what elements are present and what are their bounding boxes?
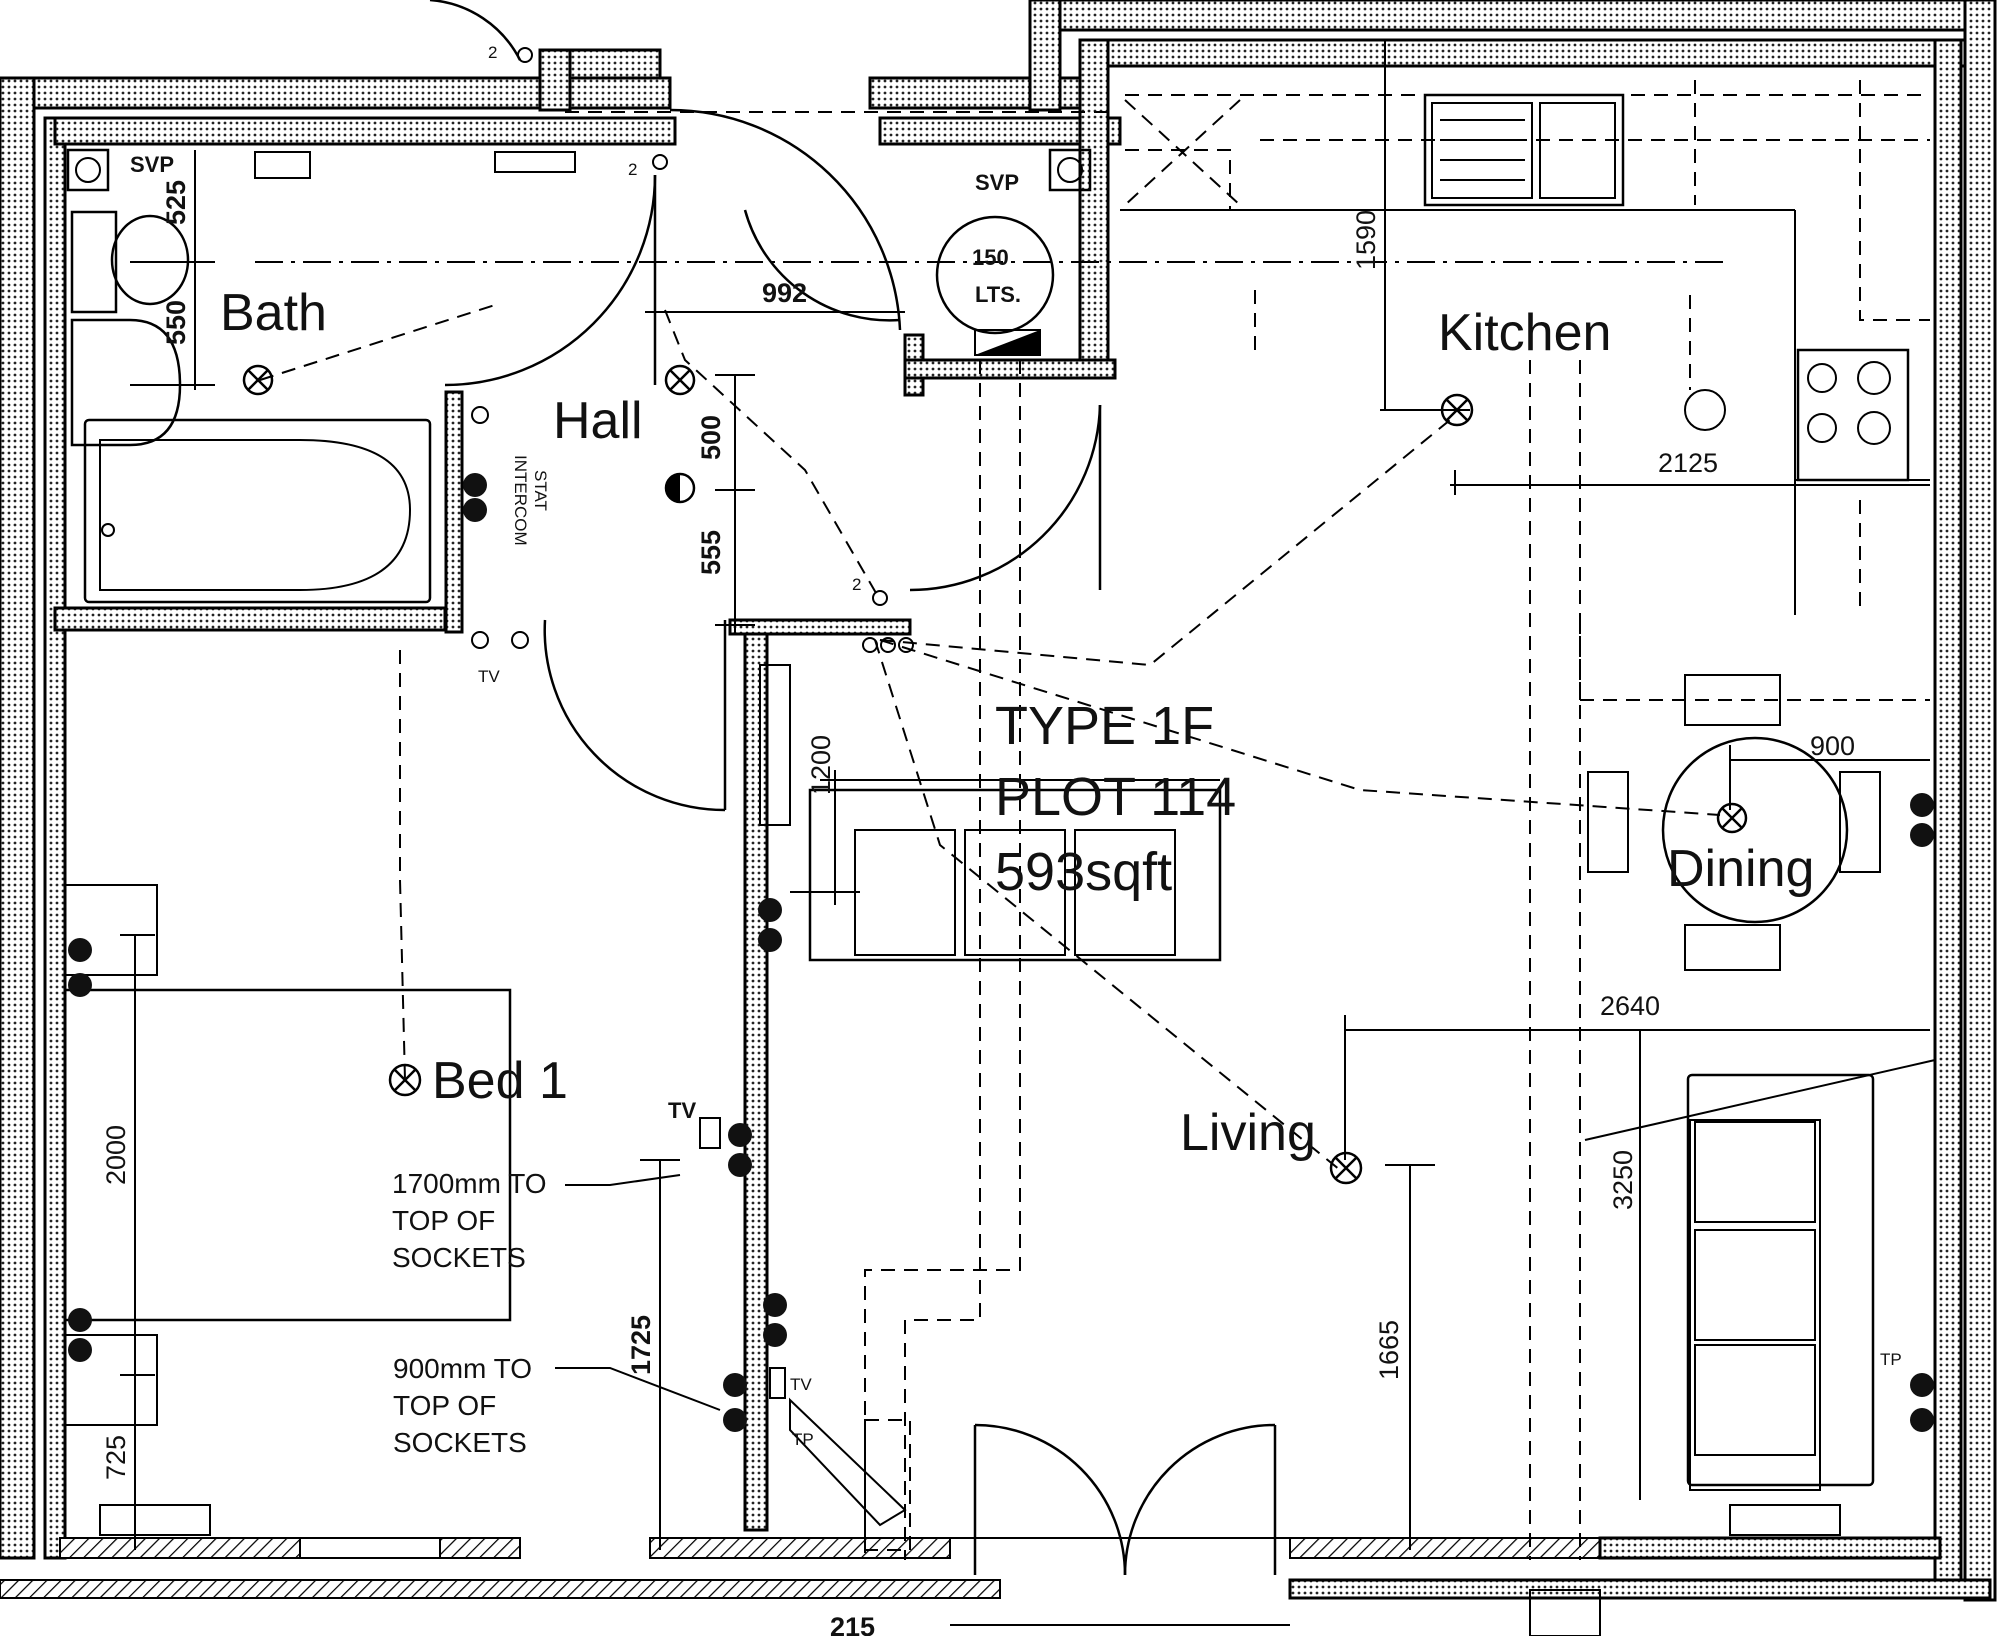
note-sockets-900-line1: 900mm TO [393,1353,532,1384]
plan-type: TYPE 1F [995,696,1214,756]
lts-label-line1: 150 [972,245,1009,270]
dim-525: 525 [161,180,191,225]
plan-info: TYPE 1F PLOT 114 593sqft [995,696,1236,902]
service-lines [255,80,1930,1560]
room-label-bath: Bath [220,284,327,342]
dim-500: 500 [696,415,726,460]
dimension-lines [120,40,1936,1550]
lts-label-line2: LTS. [975,282,1021,307]
stat-label: STAT [531,470,550,511]
tv-label-wall: TV [668,1098,696,1123]
room-label-living: Living [1180,1104,1316,1162]
note-sockets-900-line2: TOP OF [393,1390,496,1421]
tp-label-right: TP [1880,1350,1902,1369]
room-label-hall: Hall [553,392,643,450]
electrical [68,47,1934,1527]
dim-555: 555 [696,530,726,575]
note-sockets-1700-line3: SOCKETS [392,1242,526,1273]
room-label-kitchen: Kitchen [1438,304,1611,362]
dim-2640: 2640 [1600,991,1660,1021]
dim-2125: 2125 [1658,448,1718,478]
note-sockets-1700-line1: 1700mm TO [392,1168,547,1199]
dim-992: 992 [762,278,807,308]
dim-725: 725 [101,1435,131,1480]
two-label-c: 2 [488,43,497,62]
symbol-labels: SVP SVP 150 LTS. INTERCOM STAT TV TV TV … [130,43,1902,1449]
tp-label-living: TP [792,1430,814,1449]
plan-plot: PLOT 114 [995,767,1236,827]
dim-3250: 3250 [1608,1150,1638,1210]
dim-550: 550 [161,300,191,345]
dim-900: 900 [1810,731,1855,761]
room-labels: Bath Hall Kitchen Dining Living Bed 1 [220,284,1814,1162]
dim-1200: 1200 [806,735,836,795]
dim-215: 215 [830,1612,875,1636]
tv-label-living: TV [790,1375,812,1394]
notes: 1700mm TO TOP OF SOCKETS 900mm TO TOP OF… [392,1168,547,1458]
two-label-b: 2 [852,575,861,594]
doors [429,0,1277,1576]
svp-label-right: SVP [975,170,1019,195]
plan-area: 593sqft [995,842,1172,902]
tv-label-bed: TV [478,667,500,686]
dimension-labels: 525 550 992 500 555 1590 2125 1200 900 2… [101,180,1855,1636]
intercom-label: INTERCOM [511,455,530,546]
room-label-dining: Dining [1667,840,1814,898]
two-label-a: 2 [628,160,637,179]
svp-label-left: SVP [130,152,174,177]
note-sockets-1700-line2: TOP OF [392,1205,495,1236]
room-label-bed1: Bed 1 [432,1052,568,1110]
dim-1725: 1725 [626,1315,656,1375]
note-sockets-900-line3: SOCKETS [393,1427,527,1458]
dim-1665: 1665 [1374,1320,1404,1380]
dim-2000: 2000 [101,1125,131,1185]
dim-1590: 1590 [1351,210,1381,270]
